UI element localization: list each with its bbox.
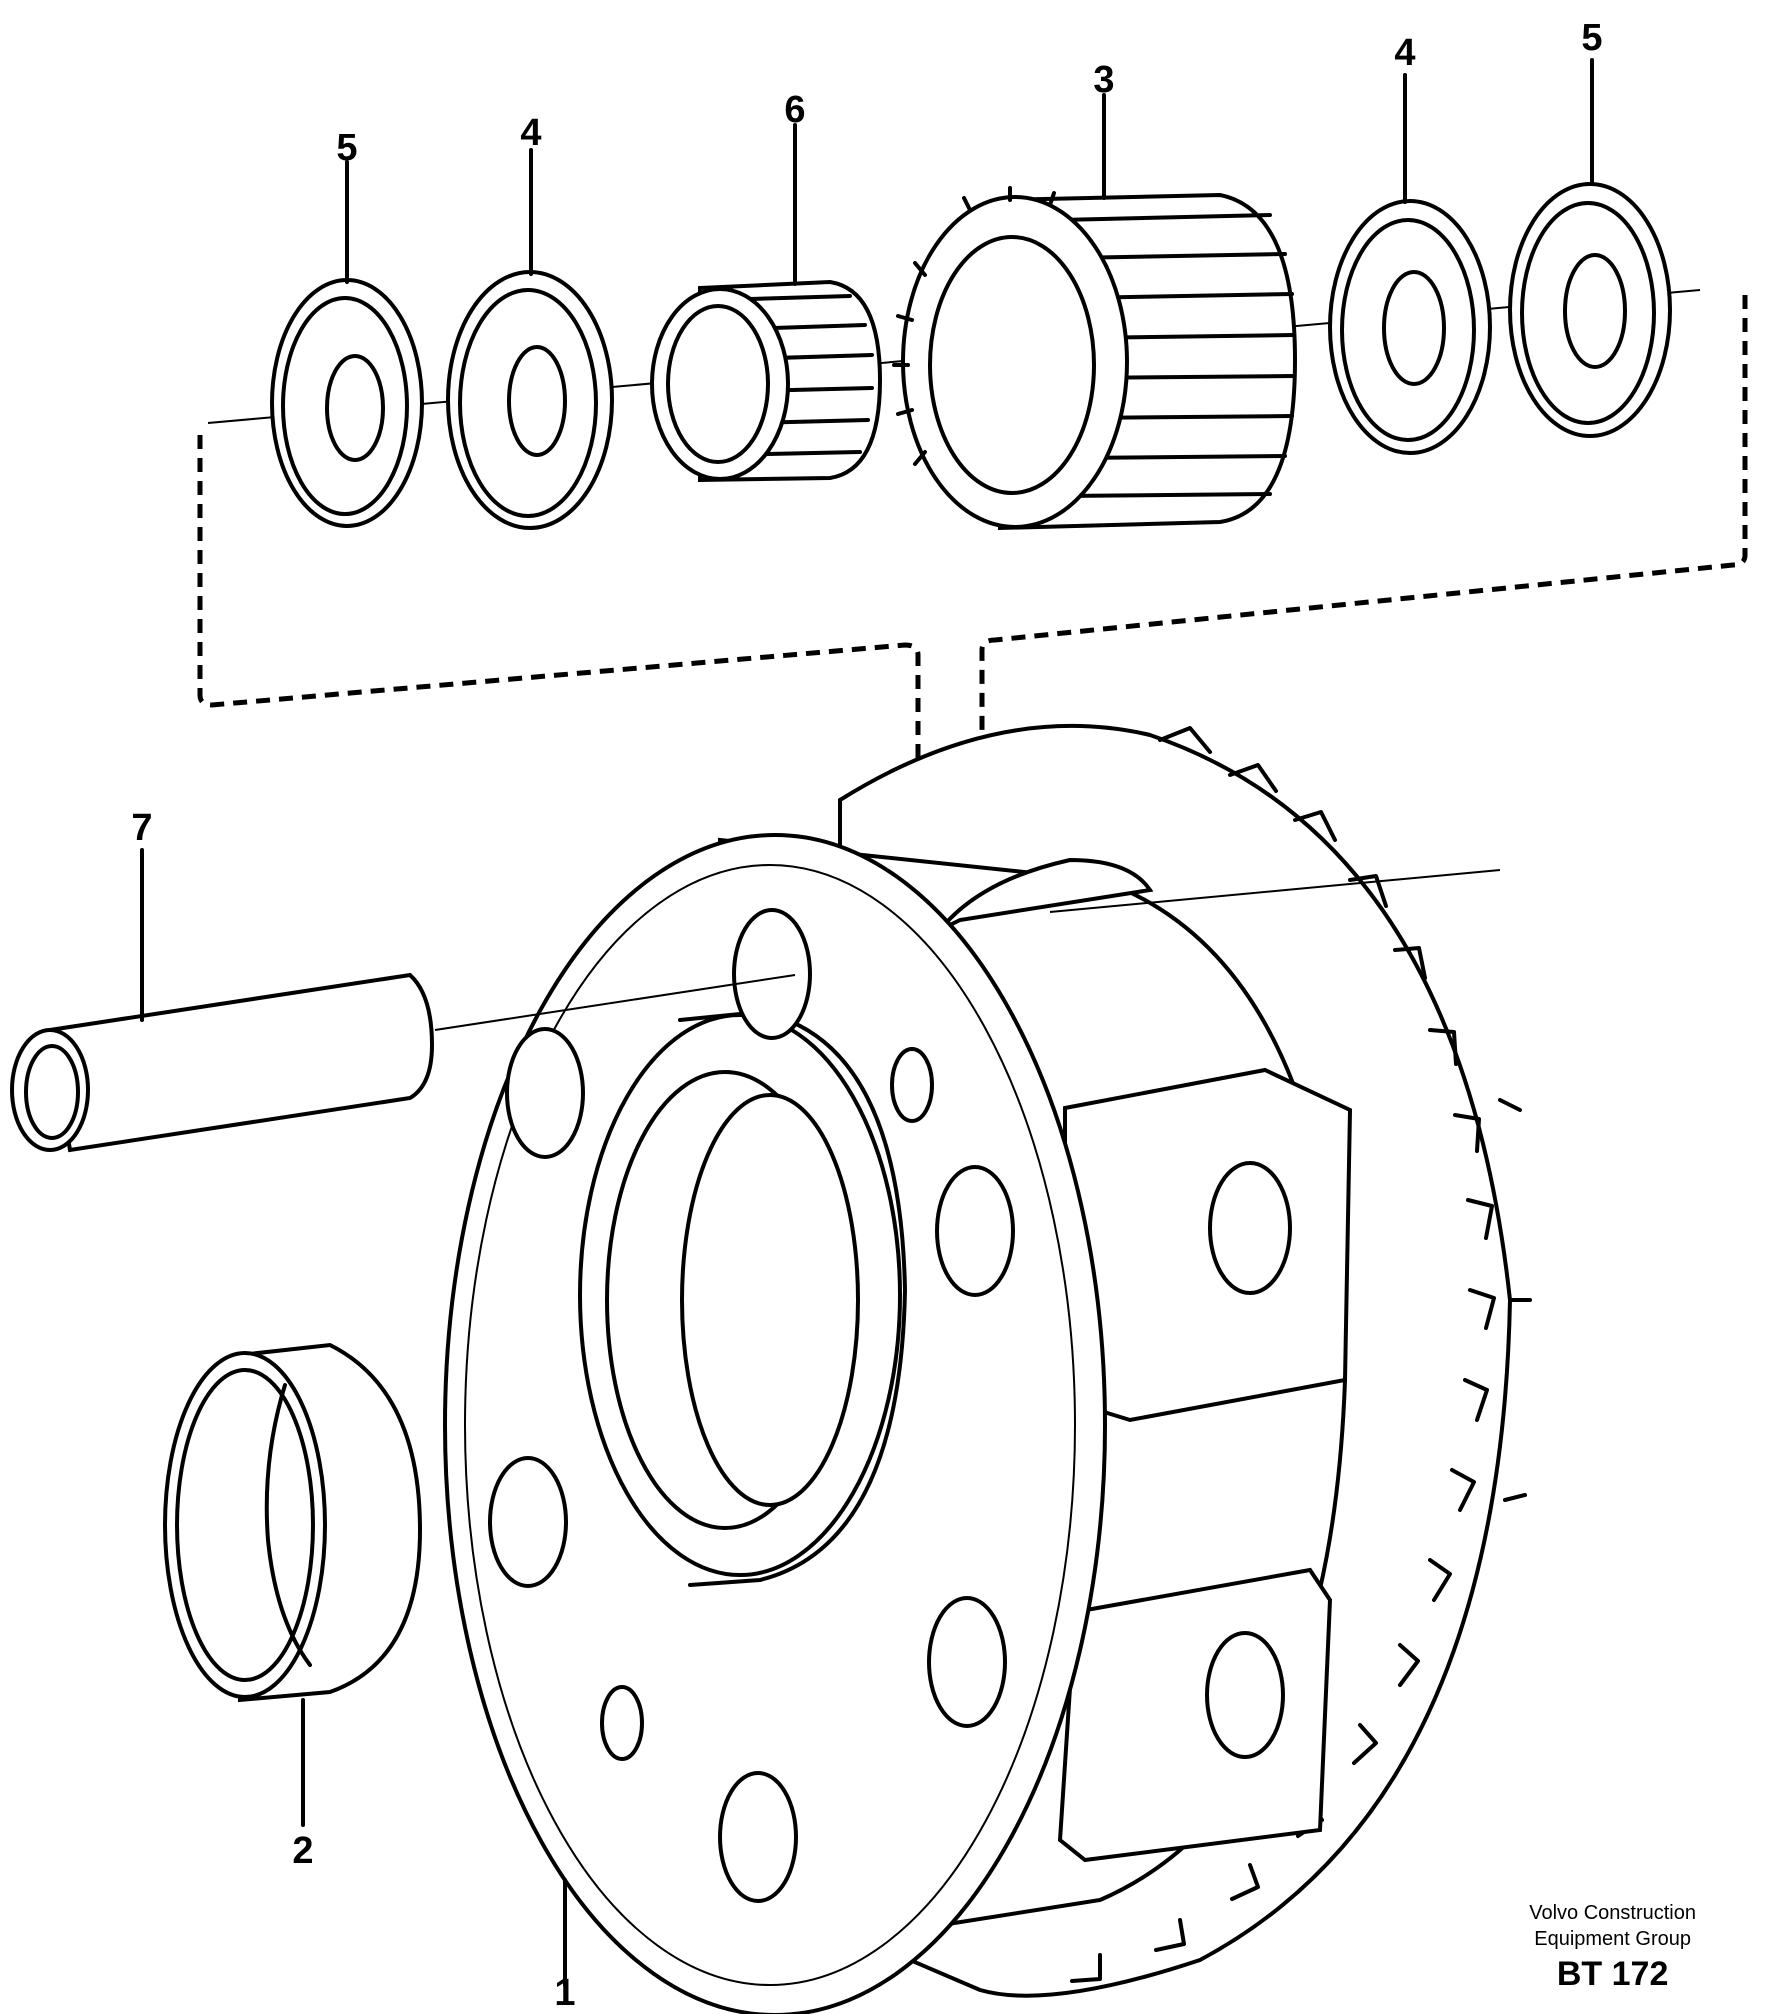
callout-label-5-right: 5 [1581,17,1602,59]
carrier-bushing [163,1342,423,1827]
callout-label-1: 1 [554,1972,575,2014]
assembly-guide-left [197,435,921,880]
callout-label-3: 3 [1093,59,1114,101]
planet-gear-stack [207,58,1701,531]
callout-label-5-left: 5 [336,127,357,169]
thrust-washer-left-outer [270,278,424,528]
thrust-washer-left-inner [446,270,614,530]
planet-pin [10,848,796,1153]
callout-label-7: 7 [131,807,152,849]
planet-gear [892,186,1298,531]
assembly-guide-right [979,295,1748,920]
callout-label-4-left: 4 [520,112,541,154]
credit-line-2: Equipment Group [1534,1928,1691,1950]
thrust-washer-right-outer [1508,182,1672,438]
publisher-credit: Volvo Construction Equipment Group BT 17… [1529,1900,1696,1996]
small-pinion-gear [650,279,883,483]
credit-line-1: Volvo Construction [1529,1902,1696,1924]
callout-label-4-right: 4 [1394,32,1415,74]
thrust-washer-right-inner [1328,199,1492,455]
callout-label-6: 6 [784,89,805,131]
planet-carrier [443,723,1532,2014]
callout-label-2: 2 [292,1830,313,1872]
diagram-code: BT 172 [1556,1955,1669,1993]
